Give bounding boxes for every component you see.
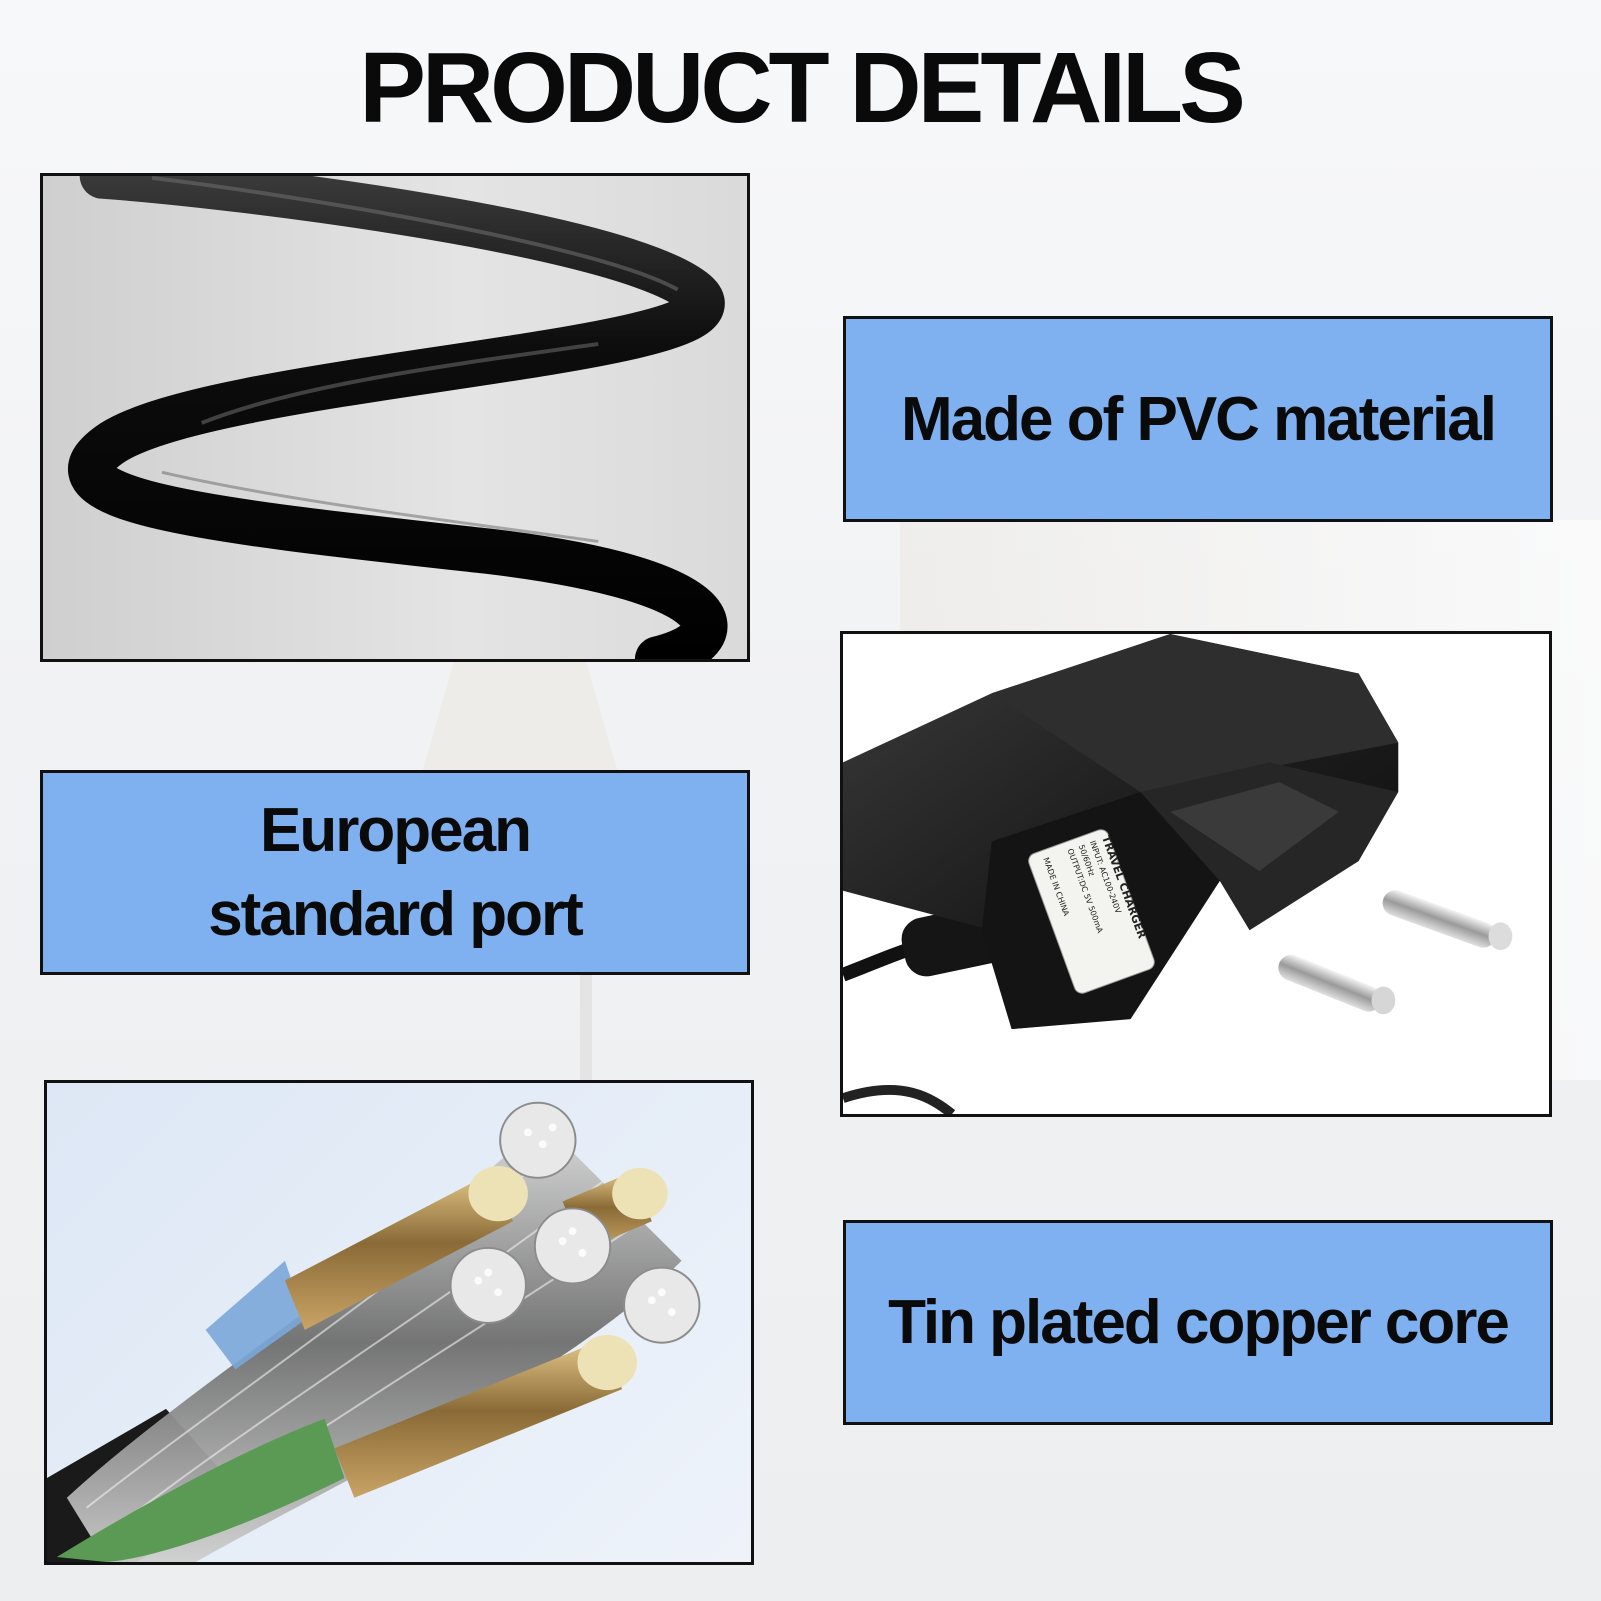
european-port-line2: standard port <box>208 879 584 949</box>
page-title: PRODUCT DETAILS <box>359 32 1246 144</box>
pvc-material-label: Made of PVC material <box>843 316 1553 522</box>
pvc-material-text: Made of PVC material <box>901 384 1497 454</box>
coiled-cable-photo <box>40 173 750 662</box>
eu-charger-photo: TRAVEL CHARGER INPUT: AC100-240V 50/60Hz… <box>840 631 1552 1117</box>
copper-core-text: Tin plated copper core <box>888 1288 1510 1357</box>
european-port-line1: European <box>260 795 532 865</box>
copper-core-label: Tin plated copper core <box>843 1220 1553 1425</box>
european-port-label: European standard port <box>40 770 750 975</box>
copper-core-photo <box>44 1080 754 1565</box>
